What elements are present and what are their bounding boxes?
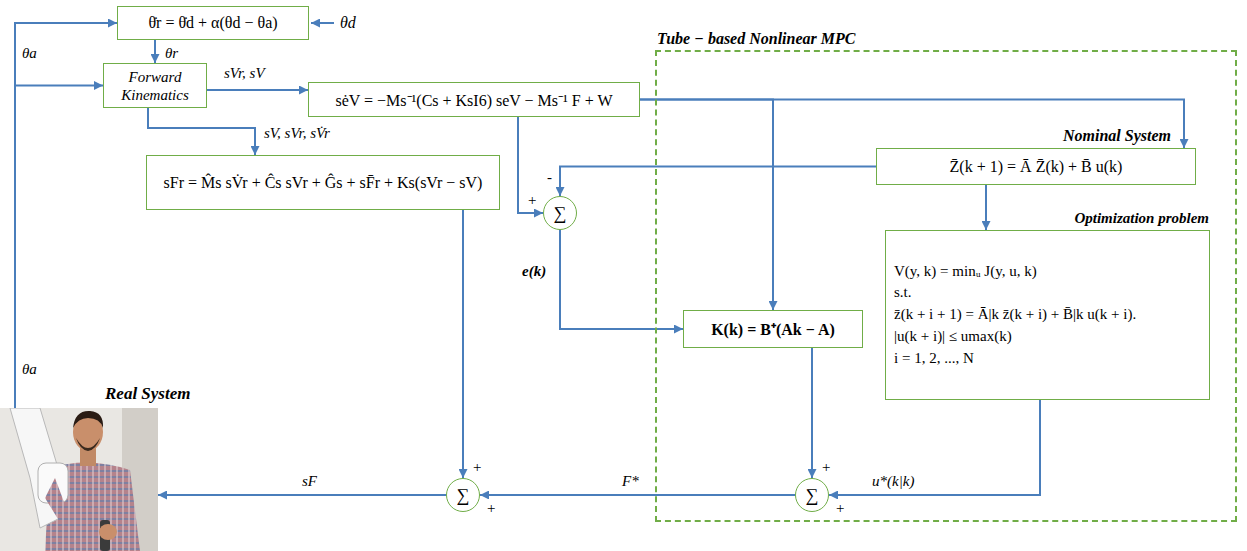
real-system: Real System [0, 408, 158, 551]
signal-arrow [560, 230, 683, 329]
sum-sign: - [545, 168, 554, 186]
node-text: ∑ [554, 204, 567, 222]
sum-sign: + [820, 458, 832, 476]
node-text: sFr = M̂s sV̇r + Ĉs sVr + Ĝs + sF̄r + Ks… [164, 174, 483, 192]
sum-sign: + [526, 191, 538, 209]
optimization-box: Optimization problemV(y, k) = minᵤ J(y, … [885, 230, 1210, 400]
node-heading: Tube − based Nonlinear MPC [657, 30, 855, 48]
node-text: θ̇r = θ̇d + α(θd − θa) [148, 14, 277, 32]
signal-arrow [640, 100, 773, 311]
node-text: ∑ [806, 486, 819, 504]
beard [76, 438, 100, 451]
signal-label: θr [163, 44, 180, 62]
equation-box: sėV = −Ms⁻¹(Cs + KsI6) seV − Ms⁻¹ F + W [308, 82, 640, 117]
arm [45, 478, 104, 536]
node-text: Z̄(k + 1) = Ā Z̄(k) + B̄ u(k) [950, 158, 1123, 176]
node-text: Forward Kinematics [112, 68, 198, 104]
gain-box: K(k) = B⁺(Ak − A) [683, 310, 863, 348]
node-text: ∑ [457, 486, 470, 504]
signal-label: sF [300, 472, 319, 490]
signal-arrow [462, 210, 464, 478]
node-text: K(k) = B⁺(Ak − A) [711, 318, 835, 340]
signal-arrow [640, 100, 1184, 149]
equation-box: θ̇r = θ̇d + α(θd − θa) [117, 6, 309, 40]
signal-label: sVr, sV [222, 64, 267, 82]
signal-label: sV, sVr, sV̇r [262, 124, 332, 142]
signal-label: θa [20, 360, 39, 378]
sum-junction: ∑ [446, 478, 480, 512]
signal-label: e(k) [520, 262, 548, 280]
sum-junction: ∑ [795, 478, 829, 512]
signal-arrow [207, 89, 308, 91]
mpc-region: Tube − based Nonlinear MPCNominal System… [655, 50, 1237, 522]
process-box: Forward Kinematics [103, 63, 207, 108]
node-text: s.t. [894, 282, 912, 304]
node-text: z̄(k + i + 1) = Ā|k z̄(k + i) + B̄|k u(k… [894, 304, 1136, 326]
signal-arrow [560, 167, 876, 197]
sum-sign: + [471, 458, 483, 476]
hair [73, 411, 103, 428]
signal-arrow [829, 400, 1040, 495]
signal-arrow [158, 494, 446, 496]
node-heading: Nominal System [1063, 127, 1171, 145]
sum-sign: + [485, 499, 497, 517]
input-signal: θd [338, 14, 358, 32]
node-text: V(y, k) = minᵤ J(y, u, k) [894, 261, 1037, 283]
signal-label: F* [620, 472, 641, 490]
signal-label: u*(k|k) [870, 472, 916, 490]
nominal-system-box: Nominal SystemZ̄(k + 1) = Ā Z̄(k) + B̄ u… [876, 148, 1196, 185]
node-text: i = 1, 2, ..., N [894, 348, 974, 370]
signal-arrow [154, 40, 156, 63]
signal-arrow [985, 185, 987, 230]
sum-sign: + [834, 499, 846, 517]
signal-arrow [480, 494, 795, 496]
input-wire [311, 22, 334, 24]
node-text: sėV = −Ms⁻¹(Cs + KsI6) seV − Ms⁻¹ F + W [335, 89, 612, 111]
signal-arrow [811, 348, 813, 478]
photo-background [0, 408, 158, 551]
sum-junction: ∑ [543, 196, 577, 230]
hand [99, 524, 117, 540]
node-heading: Optimization problem [1074, 210, 1209, 227]
node-heading: Real System [105, 384, 190, 404]
signal-arrow [518, 117, 543, 213]
signal-label: θa [20, 44, 39, 62]
signal-arrow [148, 108, 255, 155]
equation-box: sFr = M̂s sV̇r + Ĉs sVr + Ĝs + sF̄r + Ks… [146, 155, 500, 210]
node-text: |u(k + i)| ≤ umax(k) [894, 326, 1012, 348]
signal-arrow [15, 86, 103, 409]
subject-photo [0, 408, 158, 551]
signal-arrow [15, 23, 117, 408]
